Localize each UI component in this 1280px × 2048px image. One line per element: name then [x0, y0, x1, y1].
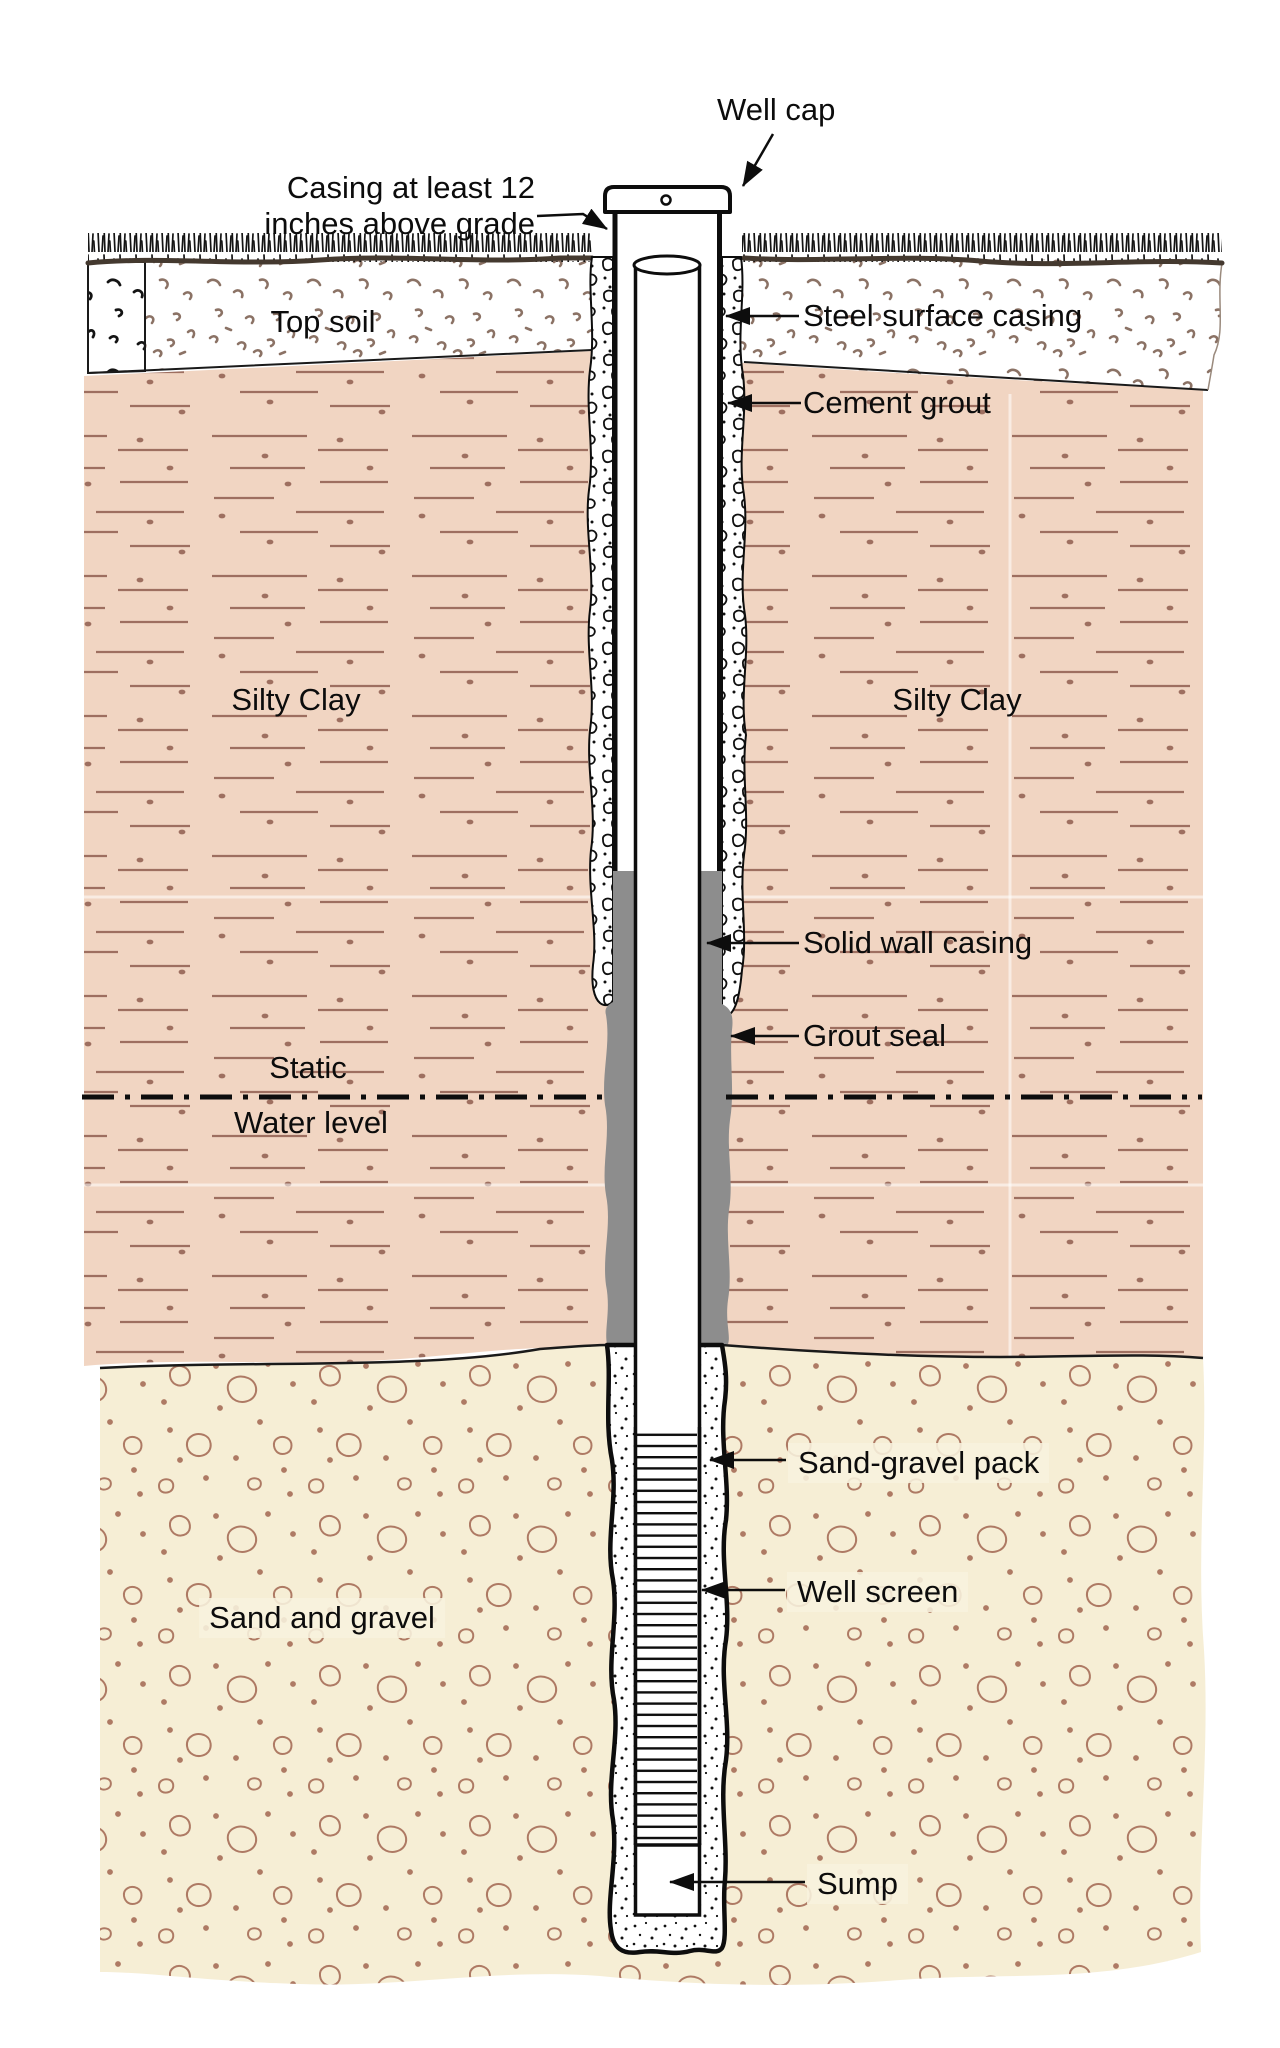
solid-wall-casing [632, 254, 702, 1845]
grass [85, 233, 1225, 267]
top-soil-dark-block [87, 261, 146, 375]
label-sump: Sump [807, 1864, 908, 1904]
label-silty-clay-left: Silty Clay [231, 682, 361, 717]
label-well-screen: Well screen [787, 1572, 969, 1612]
well-screen [633, 1427, 702, 1845]
label-casing-note-line1: Casing at least 12 [286, 170, 535, 205]
cement-grout [586, 256, 748, 1017]
label-top-soil: Top soil [270, 304, 376, 339]
label-casing-note: Casing at least 12 inches above grade [245, 170, 535, 242]
ground-line [85, 255, 1225, 267]
sump [633, 1843, 702, 1917]
well-cap-arrow [741, 133, 775, 187]
topsoil-clay-boundary [87, 349, 1209, 391]
label-water-level: Water level [234, 1105, 388, 1140]
label-cement-grout: Cement grout [803, 385, 991, 420]
well-cap-bolt [660, 194, 672, 206]
label-grout-seal: Grout seal [803, 1018, 947, 1053]
label-sand-gravel-pack: Sand-gravel pack [788, 1443, 1050, 1483]
label-casing-note-line2: inches above grade [264, 206, 535, 241]
topsoil-right-edge [1207, 262, 1223, 391]
label-static: Static [269, 1050, 347, 1085]
label-sand-and-gravel: Sand and gravel [199, 1598, 445, 1638]
well-cap [603, 185, 732, 214]
casing-note-arrow [536, 208, 608, 231]
casing-top-opening [632, 254, 702, 276]
label-well-cap: Well cap [717, 92, 836, 127]
leader-arrows [536, 133, 805, 1891]
label-steel-surface-casing: Steel surface casing [803, 298, 1083, 333]
label-silty-clay-right: Silty Clay [892, 682, 1022, 717]
clay-sand-boundary [99, 1343, 1204, 1370]
label-solid-wall-casing: Solid wall casing [803, 925, 1033, 960]
